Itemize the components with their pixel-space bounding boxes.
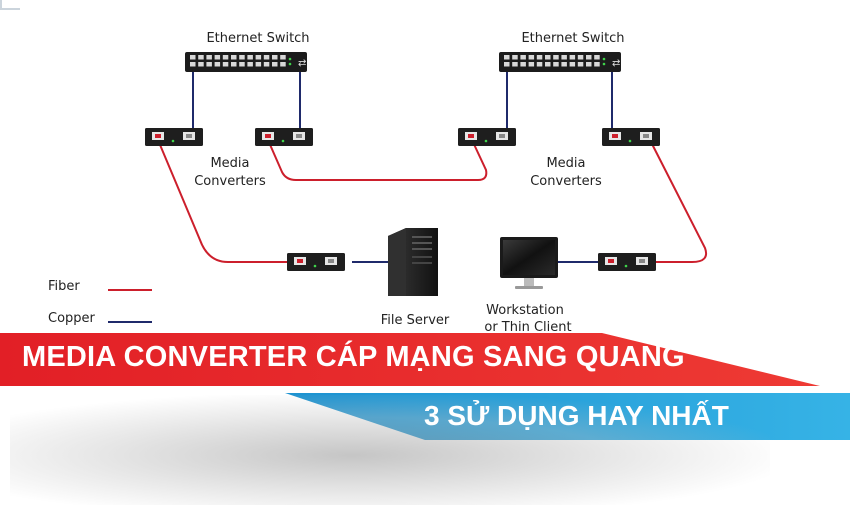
status-led <box>281 139 285 143</box>
switch-port <box>263 55 270 60</box>
switch-port <box>263 62 270 67</box>
switch-port <box>553 62 559 67</box>
fiber-link-mc2-mc3 <box>267 139 488 181</box>
switch-port <box>569 55 576 60</box>
switch-port <box>594 62 600 67</box>
switch-port <box>520 62 526 67</box>
switch-port <box>520 55 526 60</box>
switch-port <box>272 55 278 60</box>
switch-port <box>536 55 543 60</box>
switch-port <box>545 55 551 60</box>
banner-title-line2: 3 SỬ DỤNG HAY NHẤT <box>424 400 729 431</box>
fiber-links <box>157 139 708 263</box>
legend-fiber-label: Fiber <box>48 279 80 294</box>
switch-port <box>586 62 592 67</box>
svg-text:⇄: ⇄ <box>612 58 620 69</box>
switch-port <box>512 55 518 60</box>
switch-port <box>190 55 196 60</box>
switch-port <box>561 55 567 60</box>
fiber-link-mc1-mcserver <box>157 139 290 263</box>
media-converter-workstation <box>598 253 656 271</box>
status-led <box>171 139 175 143</box>
switch-port <box>569 62 576 67</box>
switch-port <box>577 62 584 67</box>
switch-port <box>561 62 567 67</box>
legend-copper-label: Copper <box>48 311 95 326</box>
media-converter-2 <box>255 128 313 146</box>
fiber-link-mc4-mcws <box>649 139 708 263</box>
switch-port <box>545 62 551 67</box>
switch-port <box>190 62 196 67</box>
status-led <box>628 139 632 143</box>
switch-port <box>512 62 518 67</box>
switch-port <box>222 55 229 60</box>
workstation-monitor-icon <box>500 237 558 289</box>
switch-port <box>222 62 229 67</box>
switch-port <box>255 62 262 67</box>
corner-decoration <box>0 0 20 10</box>
file-server-icon <box>388 228 438 296</box>
switch-port <box>206 62 212 67</box>
svg-text:⇄: ⇄ <box>298 58 306 69</box>
switch-port <box>280 62 286 67</box>
media-converters-right-label-2: Converters <box>530 174 602 189</box>
banner-title-line1: MEDIA CONVERTER CÁP MẠNG SANG QUANG <box>22 341 685 373</box>
workstation-label-1: Workstation <box>486 303 564 318</box>
switch-port <box>586 55 592 60</box>
switch-port <box>206 55 212 60</box>
switch-port <box>528 62 535 67</box>
media-converter-4 <box>602 128 660 146</box>
media-converters-left-label-1: Media <box>210 156 250 171</box>
ethernet-switch-right: ⇄ <box>499 52 621 72</box>
switch-port <box>247 55 253 60</box>
workstation-label-2: or Thin Client <box>484 320 572 335</box>
switch-port <box>272 62 278 67</box>
switch-port <box>280 55 286 60</box>
switch-port <box>536 62 543 67</box>
switch-port <box>247 62 253 67</box>
switch-port <box>553 55 559 60</box>
switch-port <box>594 55 600 60</box>
switch-port <box>214 62 221 67</box>
switch-port <box>198 55 204 60</box>
switch-left-label: Ethernet Switch <box>206 31 310 46</box>
media-converter-3 <box>458 128 516 146</box>
file-server-label: File Server <box>380 313 450 328</box>
copper-links <box>192 72 613 263</box>
media-converters-right-label-1: Media <box>546 156 586 171</box>
switch-port <box>239 55 245 60</box>
switch-port <box>528 55 535 60</box>
status-led <box>484 139 488 143</box>
ethernet-switch-left: ⇄ <box>185 52 307 72</box>
switch-port <box>198 62 204 67</box>
status-led <box>313 264 317 268</box>
media-converter-server <box>287 253 345 271</box>
switch-port <box>231 55 237 60</box>
red-banner <box>0 333 820 386</box>
media-converters-left-label-2: Converters <box>194 174 266 189</box>
switch-port <box>504 62 510 67</box>
switch-port <box>214 55 221 60</box>
switch-right-label: Ethernet Switch <box>521 31 625 46</box>
switch-port <box>504 55 510 60</box>
status-led <box>624 264 628 268</box>
switch-port <box>255 55 262 60</box>
media-converter-1 <box>145 128 203 146</box>
switch-port <box>577 55 584 60</box>
media-converters <box>145 128 660 271</box>
switch-port <box>231 62 237 67</box>
banner-shadow <box>10 395 770 505</box>
switch-port <box>239 62 245 67</box>
